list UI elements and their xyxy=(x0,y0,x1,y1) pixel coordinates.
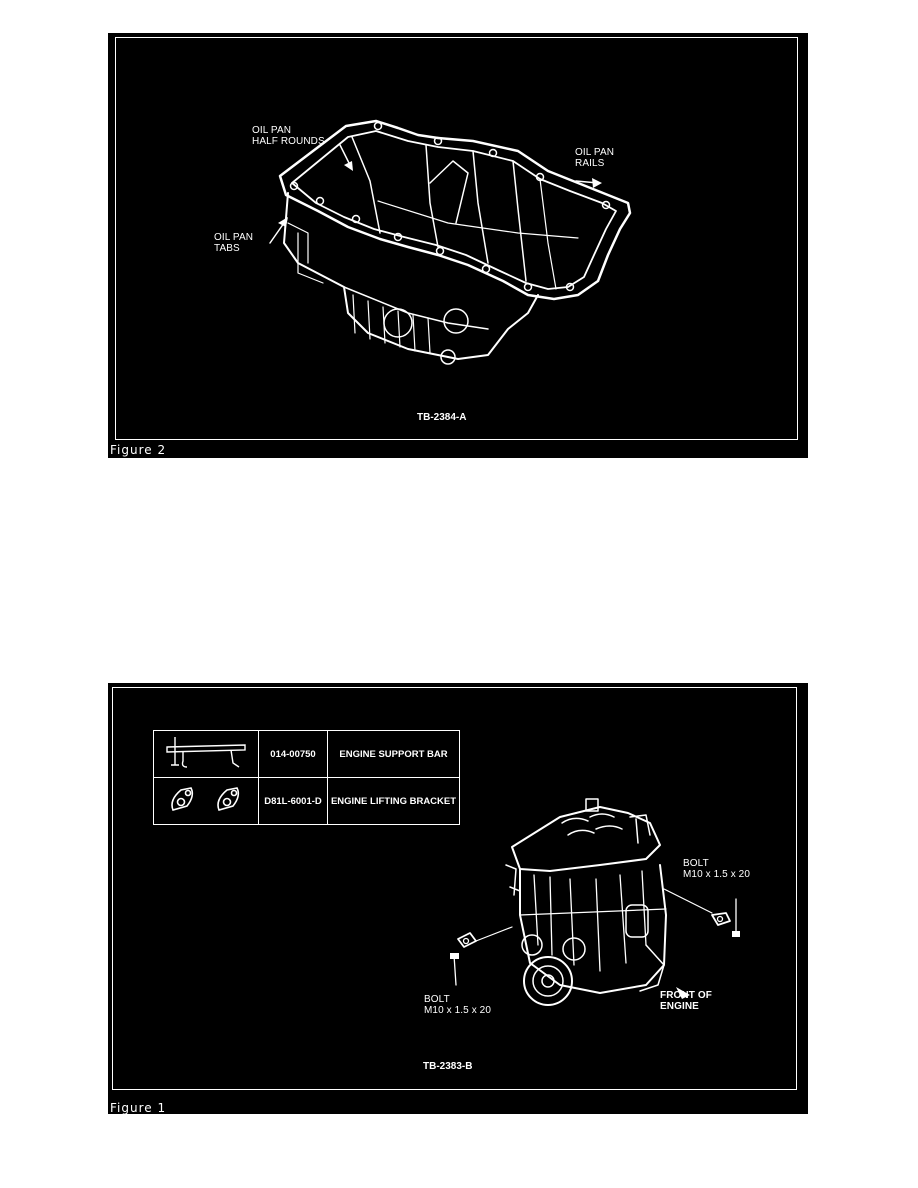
label-bolt-left: BOLT M10 x 1.5 x 20 xyxy=(424,994,491,1016)
label-line: M10 x 1.5 x 20 xyxy=(683,869,750,880)
table-row: 014-00750 ENGINE SUPPORT BAR xyxy=(153,730,460,778)
label-oil-pan-tabs: OIL PAN TABS xyxy=(214,232,253,254)
label-line: BOLT xyxy=(424,994,450,1005)
label-line: OIL PAN xyxy=(214,232,254,243)
figure-2-caption: Figure 2 xyxy=(110,443,167,457)
tool-part-number: D81L-6001-D xyxy=(258,777,328,825)
label-line: M10 x 1.5 x 20 xyxy=(424,1005,491,1016)
label-line: TABS xyxy=(214,243,240,254)
special-tools-table: 014-00750 ENGINE SUPPORT BAR D81L-6001-D… xyxy=(153,730,460,825)
oil-pan-illustration xyxy=(269,119,632,365)
label-front-of-engine: FRONT OF ENGINE xyxy=(660,990,712,1012)
label-line: ENGINE xyxy=(660,1001,699,1012)
tool-image-cell xyxy=(153,777,259,825)
label-bolt-right: BOLT M10 x 1.5 x 20 xyxy=(683,858,750,880)
tool-name: ENGINE LIFTING BRACKET xyxy=(327,777,460,825)
figure-1-code: TB-2383-B xyxy=(423,1061,473,1072)
label-oil-pan-half-rounds: OIL PAN HALF ROUNDS xyxy=(252,125,325,147)
tool-image-cell xyxy=(153,730,259,778)
label-line: FRONT OF xyxy=(660,990,712,1001)
figure-2-panel: OIL PAN HALF ROUNDS OIL PAN RAILS OIL PA… xyxy=(108,33,808,458)
label-line: OIL PAN xyxy=(575,147,615,158)
label-line: RAILS xyxy=(575,158,605,169)
label-line: BOLT xyxy=(683,858,709,869)
figure-2-frame xyxy=(115,37,798,440)
tool-part-number: 014-00750 xyxy=(258,730,328,778)
figure-1-frame xyxy=(112,687,797,1090)
figure-1-caption: Figure 1 xyxy=(110,1101,167,1115)
table-row: D81L-6001-D ENGINE LIFTING BRACKET xyxy=(153,777,460,825)
label-line: HALF ROUNDS xyxy=(252,136,325,147)
label-line: OIL PAN xyxy=(252,125,292,136)
label-oil-pan-rails: OIL PAN RAILS xyxy=(575,147,614,169)
engine-lifting-bracket-icon xyxy=(171,786,240,811)
tool-name: ENGINE SUPPORT BAR xyxy=(327,730,460,778)
engine-support-bar-icon xyxy=(166,736,246,768)
figure-2-code: TB-2384-A xyxy=(417,412,467,423)
engine-illustration xyxy=(450,798,740,1006)
